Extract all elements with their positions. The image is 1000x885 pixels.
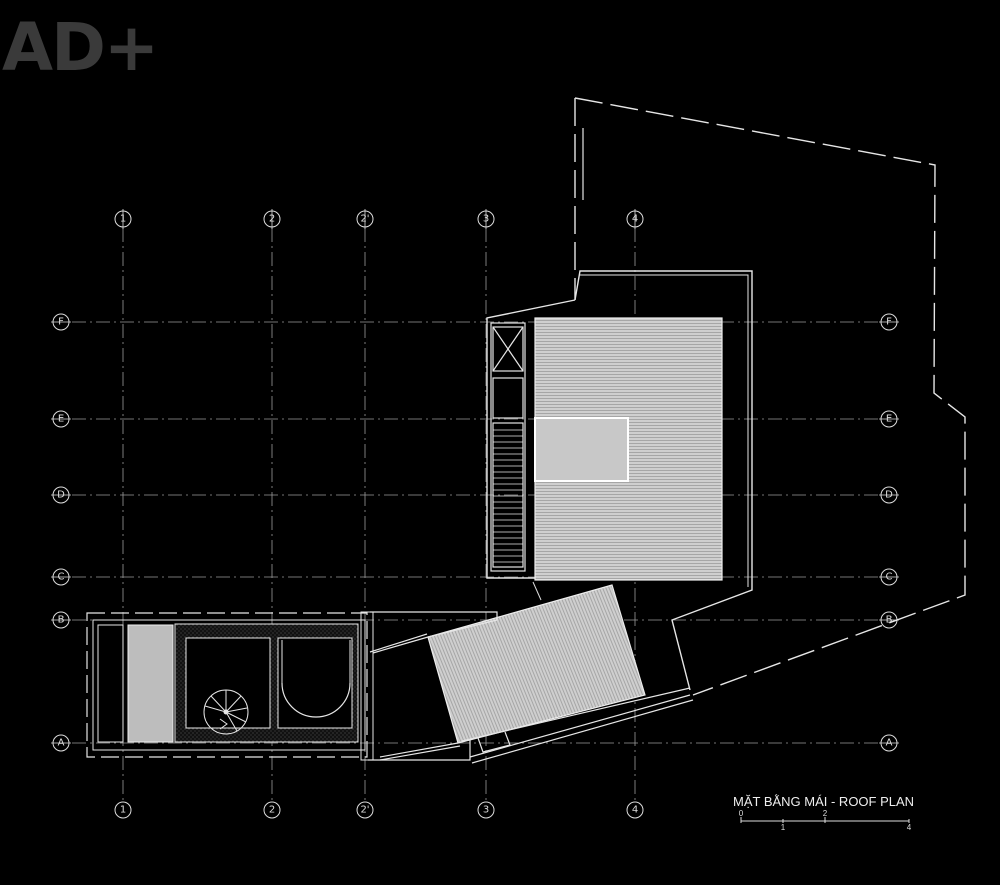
grid-label-right-B: B [886,615,893,626]
grid-label-left-F: F [58,317,64,328]
logo-text: AD+ [2,9,157,86]
skylight [534,417,629,482]
grid-labels-top: 1 2 2' 3 4 [120,214,638,225]
grid-label-top-3: 3 [483,214,489,225]
site-boundary [574,97,966,696]
grid-label-top-2: 2 [269,214,275,225]
grid-label-bottom-2prime: 2' [360,805,369,816]
spiral-stair [203,689,249,735]
corridor-outline [486,299,576,579]
lower-building-outer [86,612,368,758]
grid-label-left-D: D [57,490,65,501]
angled-link-walls [368,611,694,764]
grid-label-left-C: C [58,572,65,583]
grid-label-top-1: 1 [120,214,126,225]
grid-label-left-E: E [58,414,64,425]
grid-label-right-E: E [886,414,892,425]
grid-label-top-4: 4 [632,214,638,225]
scale-bar [740,817,910,823]
court-texture [174,623,359,743]
grid-label-bottom-3: 3 [483,805,489,816]
half-circle [281,682,351,718]
service-strip [490,322,526,572]
grid-label-left-B: B [58,615,65,626]
lower-roof-strip [127,624,174,743]
drawing-title: MẶT BẰNG MÁI - ROOF PLAN [733,794,914,809]
grid-lines [72,228,878,800]
upper-building-outline [574,270,753,691]
scale-tick-4: 4 [907,823,912,832]
grid-label-right-F: F [886,317,892,328]
grid-label-bottom-1: 1 [120,805,126,816]
grid-label-bottom-4: 4 [632,805,638,816]
grid-label-top-2prime: 2' [360,214,369,225]
grid-label-right-D: D [885,490,893,501]
grid-label-left-A: A [58,738,65,749]
grid-label-right-C: C [886,572,893,583]
stair-treads [493,429,523,563]
grid-labels-bottom: 1 2 2' 3 4 [120,805,638,816]
grid-labels-right: F E D C B A [885,317,893,749]
grid-label-bottom-2: 2 [269,805,275,816]
scale-tick-0: 0 [739,809,744,818]
grid-label-right-A: A [886,738,893,749]
grid-labels-left: F E D C B A [57,317,65,749]
scale-tick-2: 2 [823,809,828,818]
angled-roof [427,584,646,744]
scale-tick-1: 1 [781,823,786,832]
